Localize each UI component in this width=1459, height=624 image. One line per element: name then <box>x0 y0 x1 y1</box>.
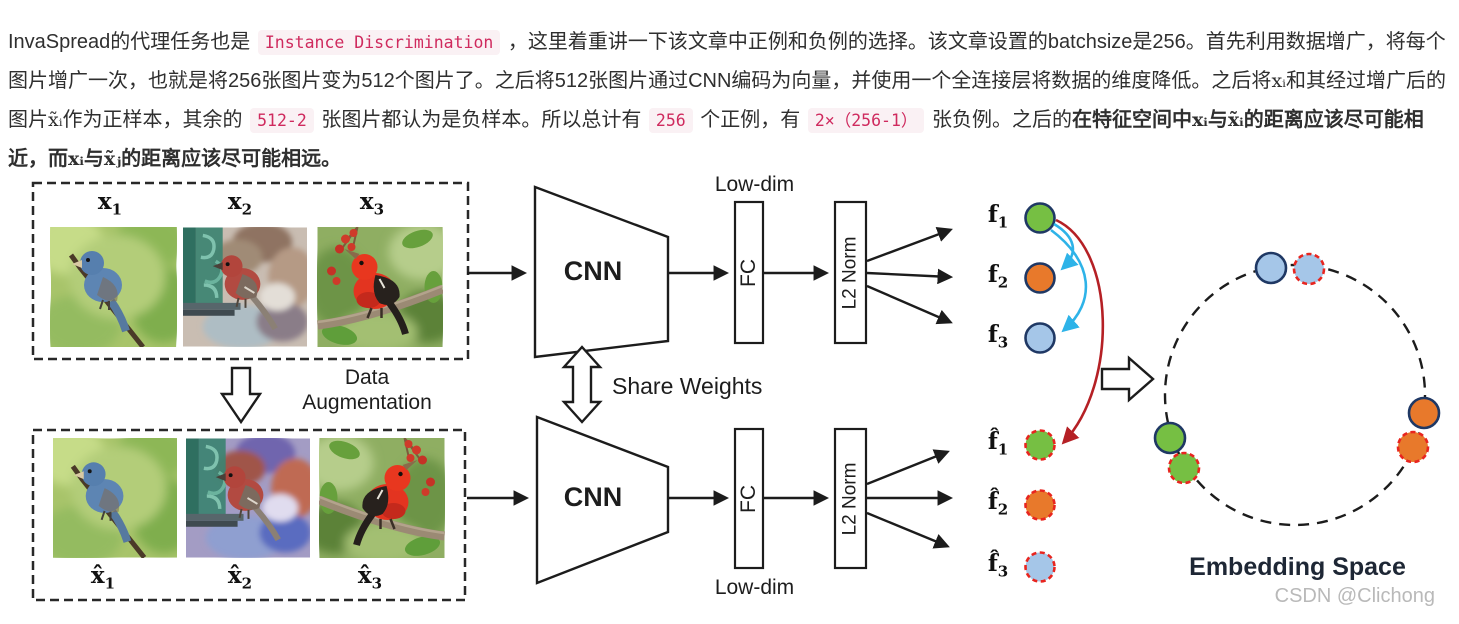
bold-run: 与 <box>1207 109 1228 131</box>
cnn-label-top: CNN <box>563 256 623 286</box>
inline-code: 2×（256-1） <box>807 108 925 133</box>
embed-green-solid <box>1153 421 1187 455</box>
article-paragraph: InvaSpread的代理任务也是 Instance Discriminatio… <box>0 20 1459 179</box>
math-run: xᵢ <box>1271 70 1286 92</box>
share-weights-arrow <box>561 345 603 424</box>
low-dim-label-bottom: Low-dim <box>714 576 795 599</box>
augmented-batch-box <box>31 428 467 602</box>
feature-f1-circle <box>1024 202 1056 234</box>
fc-box-top <box>733 200 765 345</box>
bold-run: 的距离应该尽可能相近，而 <box>8 109 1424 170</box>
text-run: ，这里着重讲一下该文章中正例和负例的选择。该文章设置的batchsize是256… <box>8 31 1446 92</box>
embedding-space-circle <box>1163 263 1427 527</box>
math-run: x̃ᵢ <box>48 109 63 131</box>
embed-blue-dashed <box>1292 252 1326 286</box>
math-run: xᵢ <box>68 148 84 170</box>
image-x1-augmented <box>35 425 196 566</box>
data-augmentation-label: Data Augmentation <box>302 366 432 414</box>
l2norm-box-top <box>833 200 868 345</box>
feature-f2hat-circle <box>1024 489 1056 521</box>
label-x2-hat: x̂2 <box>227 562 253 593</box>
bold-run: 在特征空间中 <box>1071 109 1192 131</box>
label-x1-hat: x̂1 <box>90 562 116 593</box>
repel-arrow-f1-f3 <box>1050 228 1088 333</box>
label-x2: x2 <box>227 188 253 219</box>
inline-code: Instance Discrimination <box>257 30 501 55</box>
input-batch-box <box>31 181 470 361</box>
feature-f1hat-circle <box>1024 429 1056 461</box>
cnn-encoder-top <box>533 185 670 359</box>
embed-orange-dashed <box>1396 430 1430 464</box>
low-dim-label-top: Low-dim <box>714 173 795 196</box>
cnn-encoder-bottom <box>535 415 670 585</box>
image-x2-augmented <box>186 434 319 560</box>
math-run: xᵢ <box>1191 109 1208 131</box>
embed-green-dashed <box>1167 451 1201 485</box>
label-f1-hat: f̂1 <box>987 428 1009 459</box>
l2norm-label-bottom: L2 Norm <box>839 462 861 535</box>
text-run: 和其经过增广后的图片 <box>8 70 1446 131</box>
text-run: InvaSpread的代理任务也是 <box>8 31 256 53</box>
label-f2-hat: f̂2 <box>987 488 1009 519</box>
label-f3: f3 <box>987 321 1009 352</box>
label-x3-hat: x̂3 <box>357 562 383 593</box>
label-x3: x3 <box>359 188 385 219</box>
feature-f3-circle <box>1024 322 1056 354</box>
method-figure: x1 x2 x3 x̂1 x̂2 x̂3 Data Augmentation C… <box>0 170 1459 624</box>
inline-code: 512-2 <box>250 108 314 133</box>
fc-label-top: FC <box>737 258 760 287</box>
to-embedding-arrow <box>1100 355 1155 403</box>
embed-orange-solid <box>1407 396 1441 430</box>
attract-arrow-f1-f1hat <box>1055 218 1105 445</box>
fc-box-bottom <box>733 427 765 570</box>
text-run: 个正例，有 <box>694 109 806 131</box>
image-x1 <box>33 213 195 355</box>
math-run: x̃ⱼ <box>103 148 122 170</box>
label-f1: f1 <box>987 201 1009 232</box>
bold-run: 的距离应该尽可能相远。 <box>121 148 342 170</box>
feature-f2-circle <box>1024 262 1056 294</box>
feature-f3hat-circle <box>1024 551 1056 583</box>
embedding-space-label: Embedding Space <box>1189 553 1406 581</box>
embed-blue-solid <box>1254 251 1288 285</box>
image-x2 <box>183 223 316 349</box>
l2norm-box-bottom <box>833 427 868 570</box>
bold-run: 与 <box>83 148 104 170</box>
label-x1: x1 <box>97 188 123 219</box>
inline-code: 256 <box>648 108 693 133</box>
watermark: CSDN @Clichong <box>1274 585 1435 607</box>
label-f2: f2 <box>987 261 1009 292</box>
text-run: 张图片都认为是负样本。所以总计有 <box>315 109 647 131</box>
share-weights-label: Share Weights <box>612 373 763 399</box>
figure-canvas <box>31 181 1441 602</box>
text-run: 作为正样本，其余的 <box>62 109 249 131</box>
text-run: 张负例。之后的 <box>926 109 1072 131</box>
fc-label-bottom: FC <box>737 484 760 513</box>
image-x3 <box>308 224 458 352</box>
image-x3-augmented <box>305 435 455 563</box>
math-run: x̃ᵢ <box>1227 109 1244 131</box>
cnn-label-bottom: CNN <box>563 482 623 512</box>
flow-arrows <box>467 227 954 549</box>
repel-arrow-f1-f2 <box>1053 222 1079 271</box>
label-f3-hat: f̂3 <box>987 550 1009 581</box>
data-augmentation-arrow <box>219 366 263 425</box>
l2norm-label-top: L2 Norm <box>839 236 861 309</box>
